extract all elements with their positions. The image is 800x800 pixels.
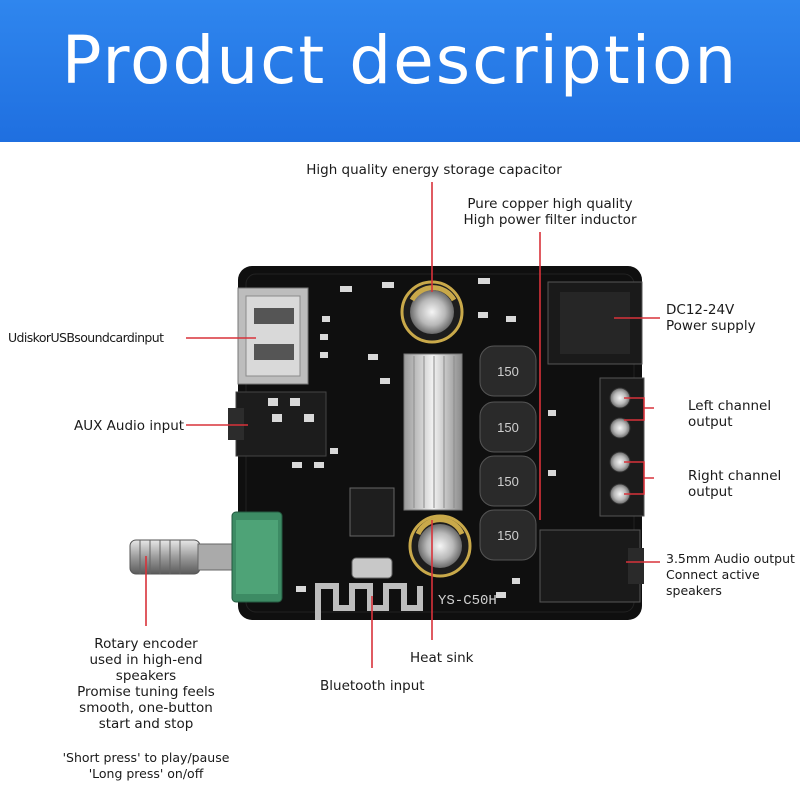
- rotary-line: start and stop: [98, 716, 194, 732]
- capacitor-bottom: [408, 514, 472, 578]
- aux-input-label: AUX Audio input: [74, 418, 185, 434]
- model-label: YS-C50H: [438, 593, 497, 609]
- press-line: 'Long press' on/off: [88, 766, 204, 781]
- usb-port: [237, 287, 309, 385]
- left-channel-label: Left channel output: [688, 398, 771, 430]
- inductor-label-block: Pure copper high quality High power filt…: [450, 196, 650, 228]
- rotary-label: Rotary encoder used in high-end speakers…: [56, 636, 236, 732]
- aux-jack: [228, 391, 327, 457]
- left-channel-line: output: [688, 414, 733, 430]
- rotary-line: smooth, one-button: [79, 700, 213, 716]
- right-channel-label: Right channel output: [688, 468, 781, 500]
- inductor-label: 150: [497, 420, 519, 435]
- output-jack: [539, 529, 644, 603]
- right-channel-line: Right channel: [688, 468, 782, 484]
- audio-output-line: 3.5mm Audio output: [666, 551, 795, 566]
- inductor-label: 150: [497, 364, 519, 379]
- right-channel-line: output: [688, 484, 733, 500]
- left-channel-line: Left channel: [688, 398, 772, 414]
- capacitor-top: [400, 280, 464, 344]
- usb-input-label: UdiskorUSBsoundcardinput: [8, 330, 164, 345]
- audio-output-line: Connect active: [666, 567, 760, 582]
- leader-lines: [145, 182, 660, 668]
- power-line: DC12-24V: [666, 302, 735, 318]
- inductor-line: High power filter inductor: [463, 212, 637, 228]
- speaker-terminals: [599, 377, 645, 517]
- rotary-line: used in high-end: [89, 652, 203, 668]
- audio-output-line: speakers: [666, 583, 722, 598]
- capacitor-label: High quality energy storage capacitor: [306, 162, 562, 178]
- inductor-label: 150: [497, 528, 519, 543]
- header-banner: Product description: [0, 0, 800, 142]
- press-label: 'Short press' to play/pause 'Long press'…: [40, 750, 252, 782]
- bluetooth-antenna: [315, 583, 423, 620]
- power-line: Power supply: [666, 318, 756, 334]
- rotary-line: Promise tuning feels: [77, 684, 215, 700]
- audio-output-label: 3.5mm Audio output Connect active speake…: [666, 551, 795, 599]
- bluetooth-label: Bluetooth input: [320, 678, 425, 694]
- inductor-label: 150: [497, 474, 519, 489]
- dc-power-jack: [547, 281, 643, 365]
- inductors: 150 150 150 150: [479, 345, 537, 561]
- amplifier-chip: [349, 487, 395, 537]
- heat-sink: [403, 353, 463, 511]
- page-title: Product description: [61, 22, 739, 99]
- press-line: 'Short press' to play/pause: [62, 750, 230, 765]
- power-label: DC12-24V Power supply: [666, 302, 756, 334]
- rotary-encoder: [129, 511, 283, 603]
- rotary-line: Rotary encoder: [94, 636, 198, 652]
- rotary-line: speakers: [115, 668, 177, 684]
- heat-sink-label: Heat sink: [410, 650, 474, 666]
- inductor-line: Pure copper high quality: [467, 196, 633, 212]
